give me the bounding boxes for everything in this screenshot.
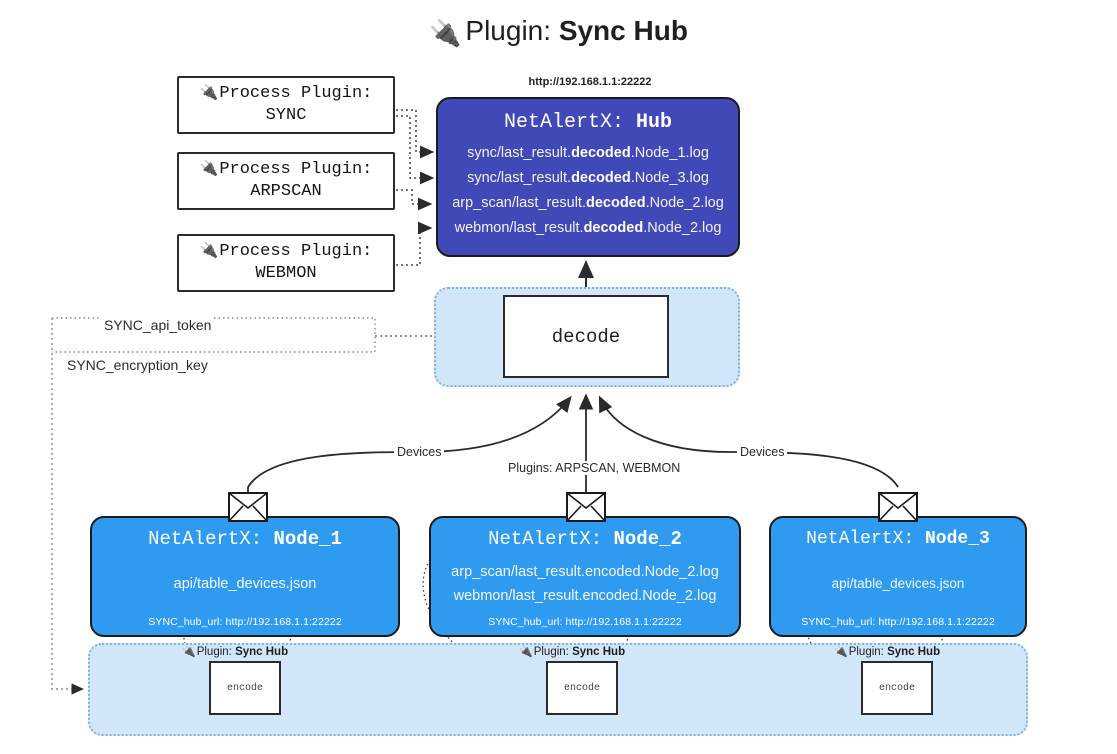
encoder-caption-3: 🔌Plugin: Sync Hub [834,645,940,658]
encoder-caption-prefix: Plugin: [533,646,573,658]
page-title-prefix: Plugin: [465,15,559,46]
hub-title: NetAlertX: Hub [504,111,672,135]
edge-webmon-to-hub [396,221,433,266]
process-plugin-sync[interactable]: 🔌Process Plugin: SYNC [177,76,395,134]
node-hub-url: SYNC_hub_url: http://192.168.1.1:22222 [148,616,342,628]
process-plugin-name: ARPSCAN [250,182,322,201]
hub-log-line: sync/last_result.decoded.Node_1.log [438,141,738,166]
node-line: webmon/last_result.encoded.Node_2.log [453,587,717,604]
node-title-prefix: NetAlertX: [806,529,925,549]
node-box-node-1[interactable]: NetAlertX: Node_1 api/table_devices.json… [90,516,400,637]
encoder-caption-1: 🔌Plugin: Sync Hub [182,645,288,658]
edge-credentials-to-encoders [51,318,85,695]
page-title-name: Sync Hub [558,15,688,46]
node-title: NetAlertX: Node_3 [806,528,990,551]
encoder-caption-prefix: Plugin: [196,646,236,658]
process-plugin-arpscan[interactable]: 🔌Process Plugin: ARPSCAN [177,152,395,210]
label-devices-right: Devices [737,445,788,459]
node-title-prefix: NetAlertX: [148,528,274,550]
encoder-caption-name: Sync Hub [235,646,289,658]
edge-node3-to-decode [598,395,899,488]
node-line: api/table_devices.json [173,575,317,592]
node-hub-url: SYNC_hub_url: http://192.168.1.1:22222 [801,616,995,628]
hub-log-mid: decoded [571,145,631,161]
hub-log-mid: decoded [583,220,644,236]
hub-log-post: .Node_2.log [643,220,722,236]
label-plugins-middle: Plugins: ARPSCAN, WEBMON [505,461,684,475]
hub-log-pre: sync/last_result. [467,145,572,161]
hub-log-list: sync/last_result.decoded.Node_1.log sync… [438,141,738,241]
plug-icon: 🔌 [199,161,219,178]
plug-icon: 🔌 [519,646,533,658]
node-box-node-3[interactable]: NetAlertX: Node_3 api/table_devices.json… [769,516,1027,637]
hub-log-post: .Node_3.log [630,170,709,186]
node-line-list: api/table_devices.json [771,551,1025,616]
plug-icon: 🔌 [182,646,196,658]
label-sync-api-token: SYNC_api_token [101,317,215,333]
encoder-caption-2: 🔌Plugin: Sync Hub [519,645,625,658]
process-plugin-label: Process Plugin: [219,84,373,103]
plug-icon: 🔌 [199,243,219,260]
node-title: NetAlertX: Node_1 [148,528,342,551]
process-plugin-label: Process Plugin: [219,160,373,179]
envelope-icon [878,492,918,522]
node-line: arp_scan/last_result.encoded.Node_2.log [451,563,719,580]
hub-log-line: sync/last_result.decoded.Node_3.log [438,166,738,191]
node-box-node-2[interactable]: NetAlertX: Node_2 arp_scan/last_result.e… [429,516,741,637]
edge-sync-to-hub-2 [396,115,435,185]
hub-log-mid: decoded [585,195,646,211]
hub-log-line: arp_scan/last_result.decoded.Node_2.log [438,191,738,216]
hub-log-mid: decoded [571,170,631,186]
node-title: NetAlertX: Node_2 [488,528,682,551]
hub-title-name: Hub [636,111,673,134]
page-title: 🔌Plugin: Sync Hub [0,14,1117,50]
hub-log-post: .Node_2.log [645,195,724,211]
encoder-caption-name: Sync Hub [572,646,626,658]
plug-icon: 🔌 [834,646,848,658]
encode-box-3[interactable]: encode [861,661,933,715]
hub-log-line: webmon/last_result.decoded.Node_2.log [438,216,738,241]
process-plugin-name: WEBMON [255,264,317,283]
node-title-name: Node_1 [273,528,342,550]
node-title-prefix: NetAlertX: [488,528,614,550]
hub-title-prefix: NetAlertX: [503,111,636,134]
node-line: api/table_devices.json [831,575,965,591]
node-title-name: Node_3 [925,529,990,549]
encoder-caption-prefix: Plugin: [848,646,888,658]
edge-sync-to-hub-1 [396,109,435,159]
process-plugin-label: Process Plugin: [219,242,373,261]
process-plugin-name: SYNC [265,106,307,125]
hub-log-post: .Node_1.log [630,145,709,161]
node-line-list: api/table_devices.json [92,551,398,616]
hub-node[interactable]: NetAlertX: Hub sync/last_result.decoded.… [436,97,740,257]
envelope-icon [566,492,606,522]
node-line-list: arp_scan/last_result.encoded.Node_2.log … [431,551,739,616]
plug-icon: 🔌 [429,18,462,48]
envelope-icon [228,492,268,522]
encode-box-2[interactable]: encode [546,661,618,715]
hub-log-pre: arp_scan/last_result. [452,195,586,211]
hub-log-pre: sync/last_result. [467,170,572,186]
hub-url-label: http://192.168.1.1:22222 [528,76,652,88]
encode-box-1[interactable]: encode [209,661,281,715]
hub-log-pre: webmon/last_result. [454,220,584,236]
node-hub-url: SYNC_hub_url: http://192.168.1.1:22222 [488,616,682,628]
edge-credentials-box [52,317,376,353]
process-plugin-webmon[interactable]: 🔌Process Plugin: WEBMON [177,234,395,292]
decode-box[interactable]: decode [503,295,669,378]
label-sync-encryption-key: SYNC_encryption_key [64,357,211,373]
plug-icon: 🔌 [199,85,219,102]
label-devices-left: Devices [394,445,445,459]
node-title-name: Node_2 [613,528,682,550]
encoder-caption-name: Sync Hub [887,646,941,658]
